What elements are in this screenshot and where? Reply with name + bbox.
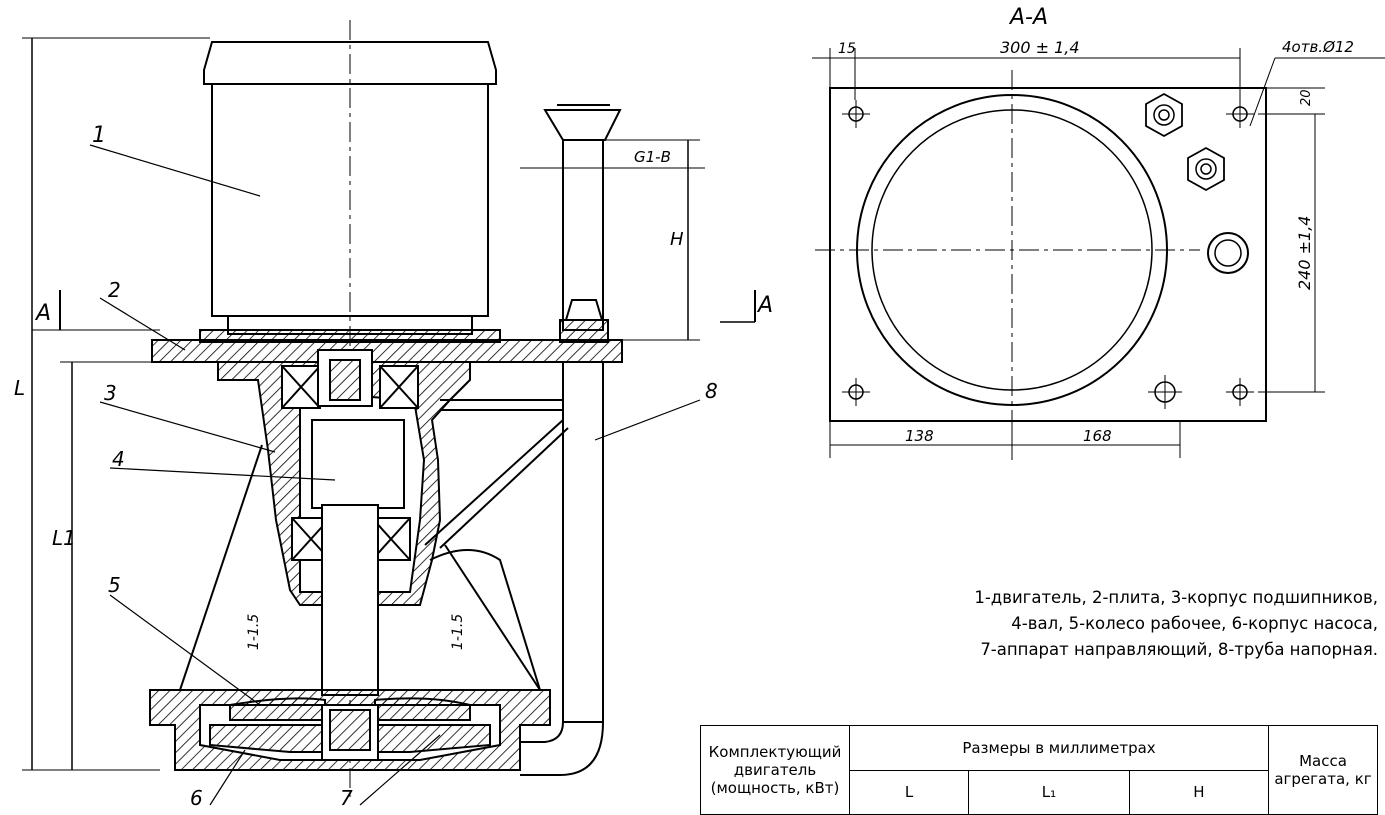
legend-line: 7-аппарат направляющий, 8-труба напорная… [980, 640, 1378, 659]
col-H-header: H [1128, 769, 1270, 815]
legend-line: 4-вал, 5-колесо рабочее, 6-корпус насоса… [1011, 614, 1378, 633]
parts-legend: 1-двигатель, 2-плита, 3-корпус подшипник… [820, 585, 1378, 663]
section-title: А-А [1008, 5, 1048, 30]
dim-cone-left-label: 1-1.5 [246, 614, 262, 650]
plan-top-offset-label: 20 [1299, 89, 1314, 106]
plan-holes-label: 4отв.Ø12 [1282, 38, 1354, 56]
section-mark-right: А [756, 293, 773, 318]
dim-L1-label: L1 [52, 526, 76, 550]
col-L1-header: L₁ [968, 769, 1130, 815]
dimension-labels: L L1 H G1-B 1-1.5 1-1.5 А А [14, 148, 773, 650]
plan-width-label: 300 ± 1,4 [1000, 38, 1080, 57]
plan-left-label: 138 [905, 427, 934, 445]
dim-H-label: H [670, 229, 684, 250]
part-leaders [89, 144, 701, 806]
part-8-label: 8 [705, 379, 718, 403]
plan-height-label: 240 ±1,4 [1295, 216, 1314, 290]
plan-offset-label: 15 [838, 41, 856, 57]
plan-right-label: 168 [1083, 427, 1112, 445]
col-sizes-header: Размеры в миллиметрах [849, 725, 1269, 771]
pump-section-view [22, 20, 756, 800]
col-mass-header: Масса агрегата, кг [1268, 725, 1378, 815]
col-motor-header: Комплектующий двигатель (мощность, кВт) [700, 725, 850, 815]
part-number-labels: 1 2 3 4 5 6 7 8 [92, 123, 718, 810]
part-3-label: 3 [104, 381, 117, 405]
dim-L-label: L [14, 376, 25, 400]
plan-view [812, 48, 1385, 460]
section-mark-left: А [34, 301, 51, 326]
dim-thread-label: G1-B [634, 148, 671, 166]
col-L-header: L [848, 769, 970, 815]
part-6-label: 6 [190, 786, 203, 810]
part-4-label: 4 [112, 447, 125, 471]
legend-line: 1-двигатель, 2-плита, 3-корпус подшипник… [974, 588, 1378, 607]
plan-view-labels: А-А 300 ± 1,4 15 4отв.Ø12 20 240 ±1,4 13… [838, 5, 1354, 445]
dim-cone-right-label: 1-1.5 [450, 614, 466, 650]
part-7-label: 7 [340, 786, 353, 810]
part-2-label: 2 [108, 278, 121, 302]
part-5-label: 5 [108, 573, 121, 597]
part-1-label: 1 [92, 123, 106, 148]
spec-table: Комплектующий двигатель (мощность, кВт) … [700, 725, 1378, 815]
